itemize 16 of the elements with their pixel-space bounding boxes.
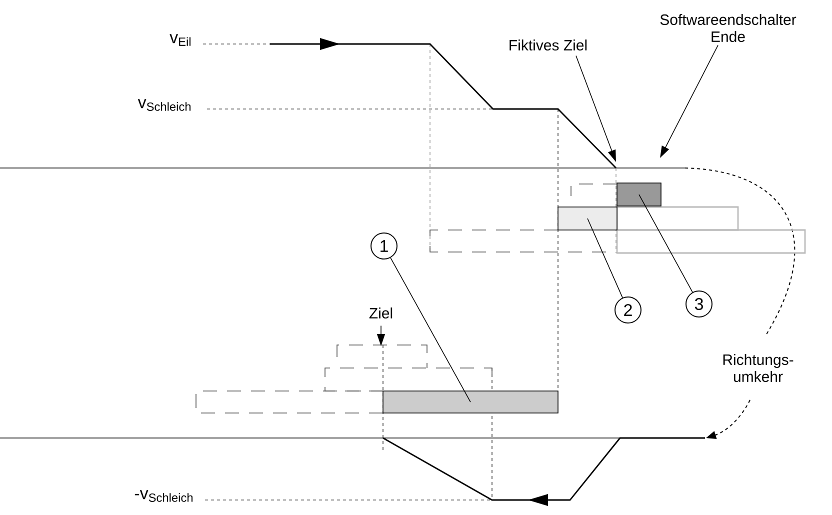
annotation-text: Ziel	[369, 308, 392, 318]
leader-line	[390, 257, 471, 402]
callout-number: 1	[370, 232, 398, 260]
block-bar	[616, 182, 662, 206]
block-bar	[558, 206, 618, 230]
axis-label: v$_{Schleich}$	[138, 99, 191, 111]
annotation-text: Fiktives Ziel	[510, 40, 587, 50]
axis-label: v$_{Eil}$	[170, 34, 190, 46]
callout-number: 3	[686, 290, 712, 318]
callout-number: 2	[614, 296, 642, 324]
axis-label: -v$_{Schleich}$	[134, 490, 193, 502]
leader-line	[587, 218, 623, 298]
leader-line	[638, 194, 693, 293]
annotation-text: Softwareendschalter Ende	[660, 14, 796, 42]
axis-label: Richtungs- umkehr	[723, 354, 794, 382]
block-bar	[382, 390, 558, 414]
